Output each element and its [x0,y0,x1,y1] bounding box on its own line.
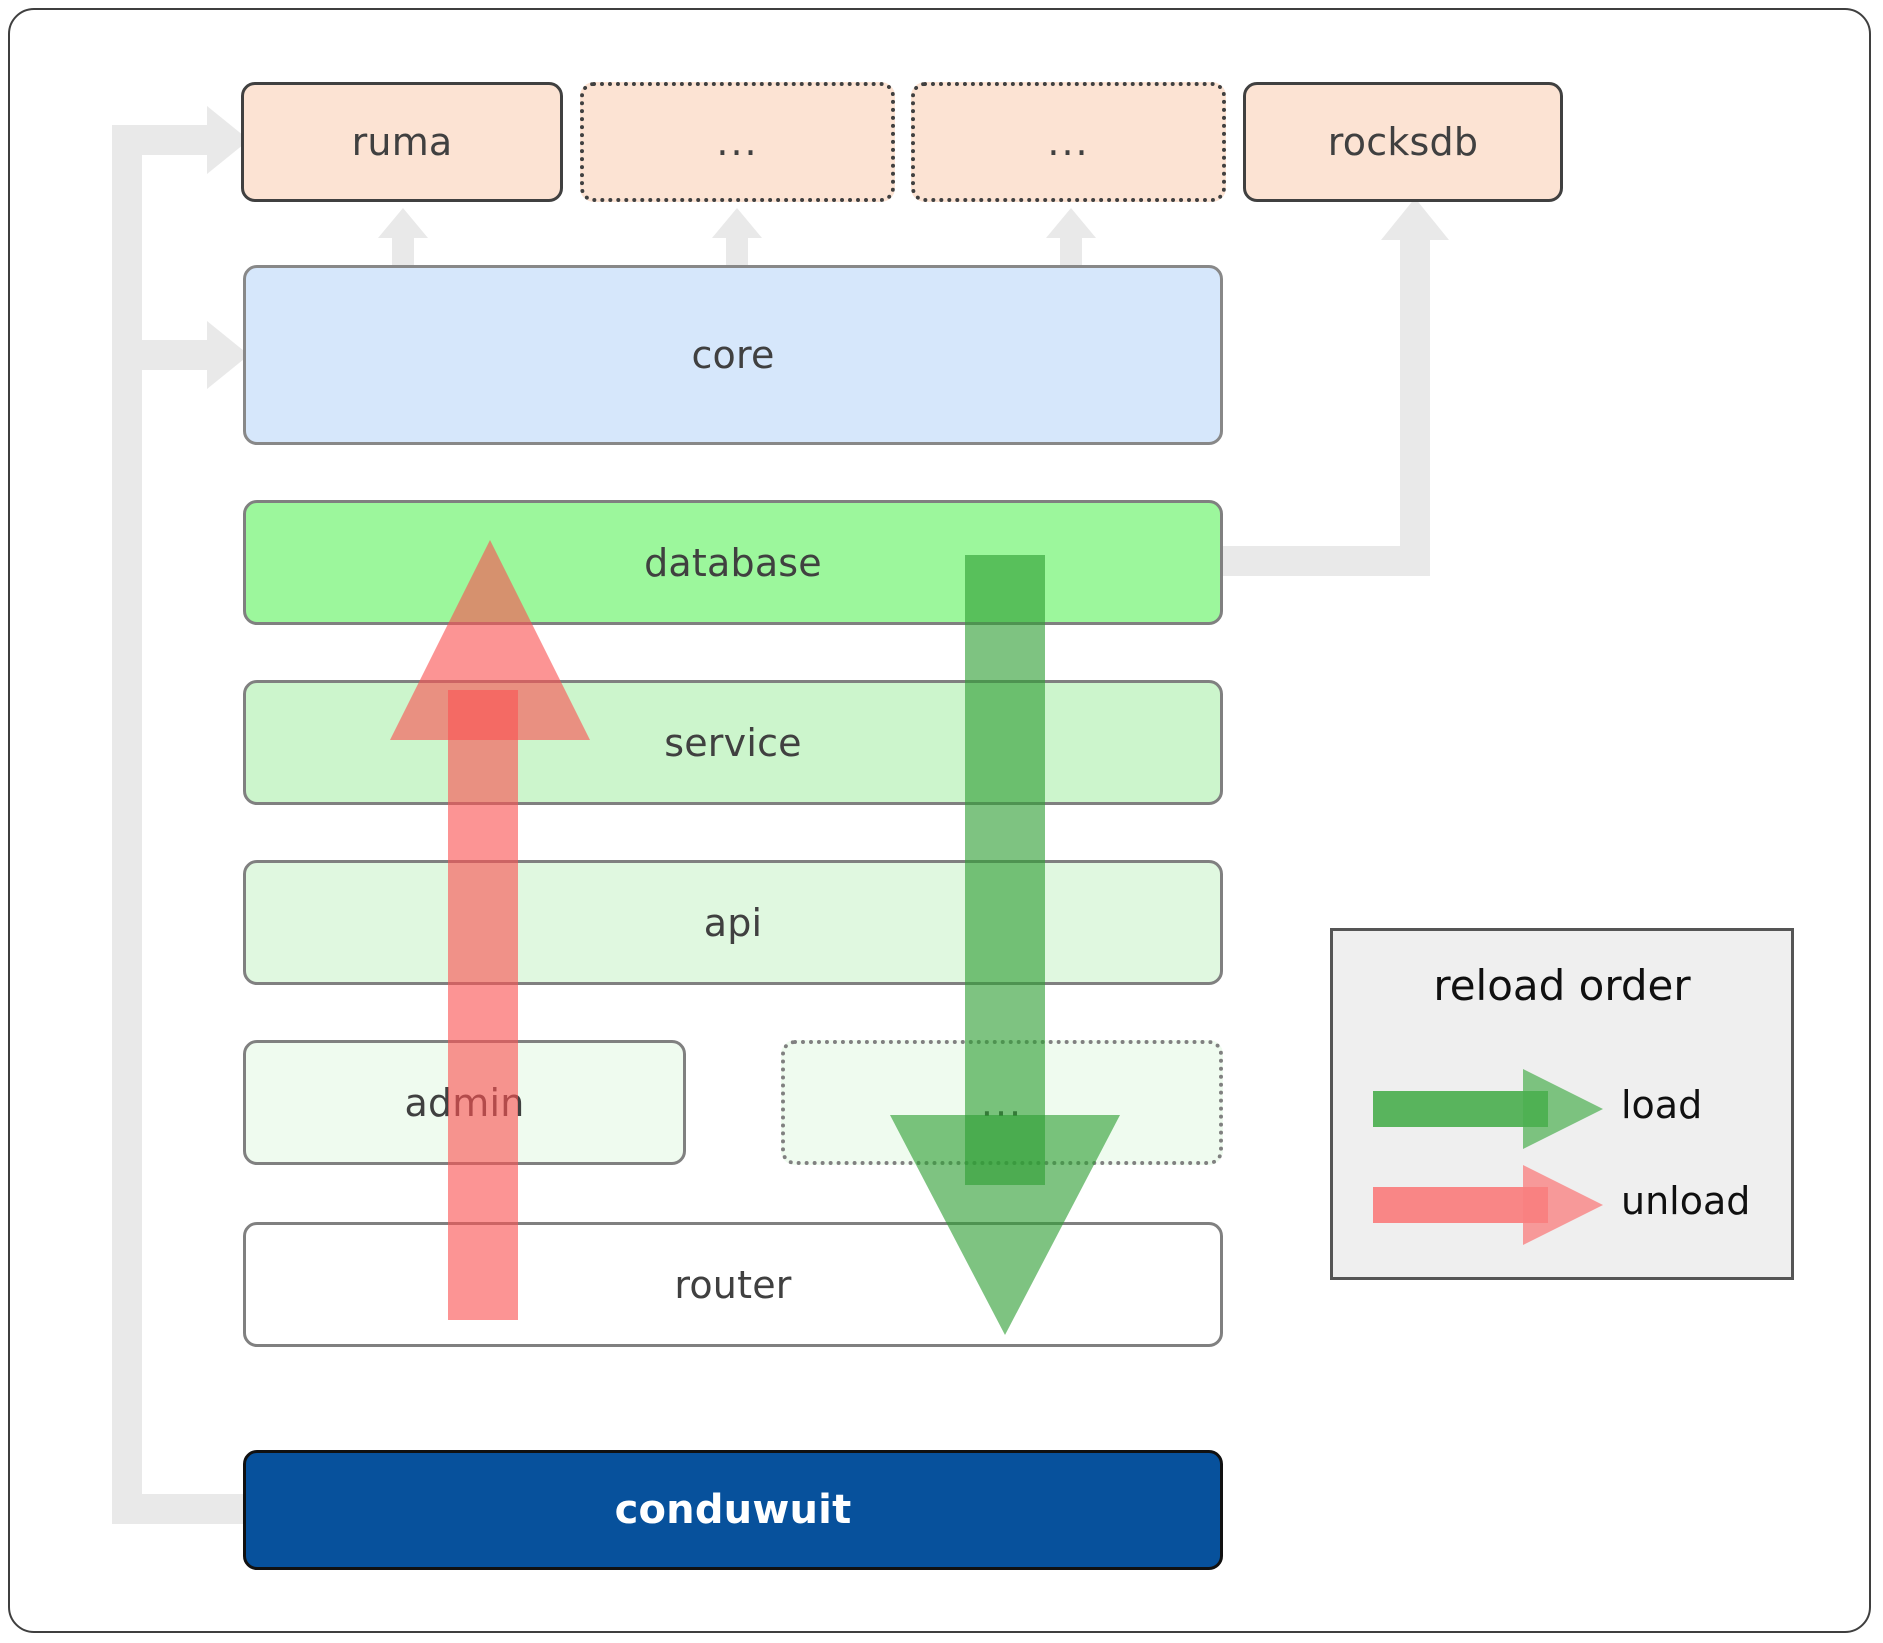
node-label: service [664,720,802,765]
node-label: ... [980,1080,1024,1125]
node-label: ... [716,120,759,164]
node-label: admin [404,1080,525,1125]
legend-label-load: load [1621,1083,1703,1127]
legend-label-unload: unload [1621,1179,1751,1223]
node-label: rocksdb [1327,120,1479,164]
node-admin[interactable]: admin [243,1040,686,1165]
connector-arrowhead-core [207,321,249,389]
node-core[interactable]: core [243,265,1223,445]
node-ext-placeholder-1[interactable]: ... [580,82,895,202]
connector-core-to-ruma [378,208,428,270]
arrow-stem [1060,234,1082,268]
node-api[interactable]: api [243,860,1223,985]
node-label: api [703,900,763,945]
node-conduwuit[interactable]: conduwuit [243,1450,1223,1570]
legend-unload-arrow-icon [1373,1165,1603,1245]
arrowhead-up-icon [1046,208,1096,238]
connector-arrowhead-rocksdb [1381,198,1449,240]
node-label: core [691,333,775,377]
node-label: router [674,1262,792,1307]
diagram-frame [8,8,1871,1633]
node-label: conduwuit [614,1487,852,1533]
arrow-stem [392,234,414,268]
connector-left-rail [112,140,142,1524]
node-ext-placeholder-2[interactable]: ... [911,82,1226,202]
connector-database-horizontal [1222,546,1417,576]
node-ruma[interactable]: ruma [241,82,563,202]
connector-right-rail [1400,240,1430,576]
node-service[interactable]: service [243,680,1223,805]
arrow-stem [726,234,748,268]
connector-branch-core [112,340,212,370]
legend-load-arrow-icon [1373,1069,1603,1149]
node-label: ... [1047,120,1090,164]
connector-branch-ruma [112,125,212,155]
legend-panel: reload order load unload [1330,928,1794,1280]
node-label: ruma [351,120,453,164]
node-database[interactable]: database [243,500,1223,625]
connector-core-to-ext2 [712,208,762,270]
legend-title: reload order [1433,961,1691,1010]
arrowhead-up-icon [712,208,762,238]
node-rocksdb[interactable]: rocksdb [1243,82,1563,202]
connector-core-to-ext3 [1046,208,1096,270]
node-layer-placeholder[interactable]: ... [781,1040,1223,1165]
arrowhead-up-icon [378,208,428,238]
node-label: database [644,540,822,585]
node-router[interactable]: router [243,1222,1223,1347]
